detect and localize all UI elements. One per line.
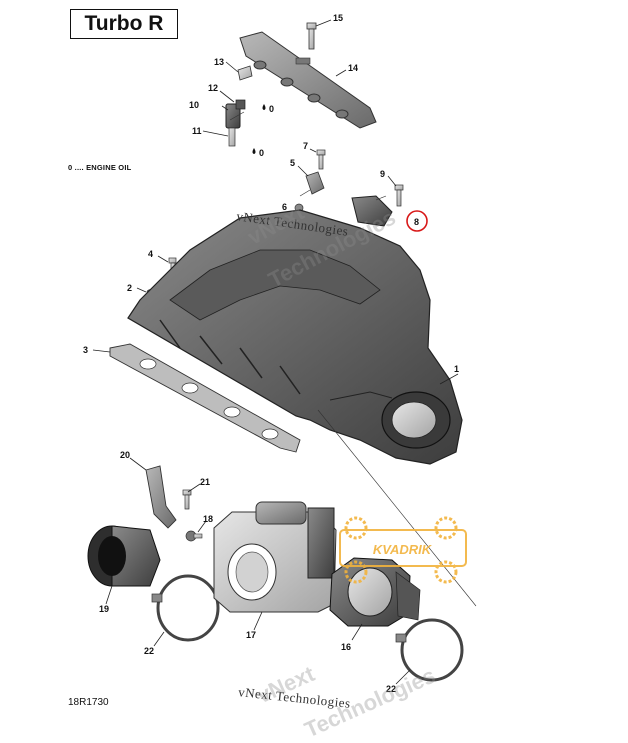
- kvadrik-logo: KVADRIK: [339, 516, 467, 584]
- throttle-body-part-17: [213, 501, 337, 613]
- callout-17: 17: [246, 630, 256, 640]
- callout-1: 1: [454, 364, 459, 374]
- callout-19: 19: [99, 604, 109, 614]
- coupler-part-19: [87, 525, 161, 587]
- logo-text: KVADRIK: [373, 542, 433, 557]
- callout-13: 13: [214, 57, 224, 67]
- clamp-part-22-right: [395, 618, 464, 682]
- diagram-reference: 18R1730: [68, 697, 109, 708]
- callout-9: 9: [380, 169, 385, 179]
- sensor-part-10: [225, 99, 246, 147]
- engine-oil-legend: 0 .... ENGINE OIL: [68, 163, 132, 172]
- callout-22-left: 22: [144, 646, 154, 656]
- callout-14: 14: [348, 63, 358, 73]
- oil-mark-1: 0: [269, 104, 274, 114]
- callout-12: 12: [208, 83, 218, 93]
- intake-manifold-part-1: [127, 209, 463, 465]
- callout-8: 8: [414, 217, 419, 227]
- model-title: Turbo R: [70, 9, 178, 39]
- bracket-part-20: [145, 465, 177, 529]
- clamp-part-22-left: [151, 574, 220, 642]
- adapter-part-16: [329, 557, 421, 627]
- callout-numbers: 1 2 3 4 5 6 7 8 9 10 11 12 13 14 15 16 1…: [83, 13, 459, 694]
- callout-16: 16: [341, 642, 351, 652]
- callout-3: 3: [83, 345, 88, 355]
- callout-21: 21: [200, 477, 210, 487]
- map-sensor-part-8: [351, 184, 404, 227]
- guide-lines: [229, 111, 477, 607]
- callout-5: 5: [290, 158, 295, 168]
- leader-lines: [92, 19, 459, 685]
- bolt-part-15: [306, 22, 317, 50]
- callout-20: 20: [120, 450, 130, 460]
- bracket-part-13: [237, 65, 253, 81]
- oil-mark-2: 0: [259, 148, 264, 158]
- engine-oil-marks: 0 0: [252, 104, 274, 158]
- callout-11: 11: [192, 126, 202, 136]
- highlight-circle: [406, 210, 428, 232]
- callout-15: 15: [333, 13, 343, 23]
- callout-4: 4: [148, 249, 153, 259]
- callout-10: 10: [189, 100, 199, 110]
- callout-2: 2: [127, 283, 132, 293]
- callout-18: 18: [203, 514, 213, 524]
- callout-22-right: 22: [386, 684, 396, 694]
- fitting-part-18: [185, 530, 203, 542]
- gasket-part-3: [109, 343, 301, 453]
- callout-6: 6: [282, 202, 287, 212]
- fuel-rail-part-14: [239, 31, 377, 129]
- bolt-part-21: [182, 489, 192, 510]
- callout-7: 7: [303, 141, 308, 151]
- small-parts-5-6-7: [294, 149, 326, 213]
